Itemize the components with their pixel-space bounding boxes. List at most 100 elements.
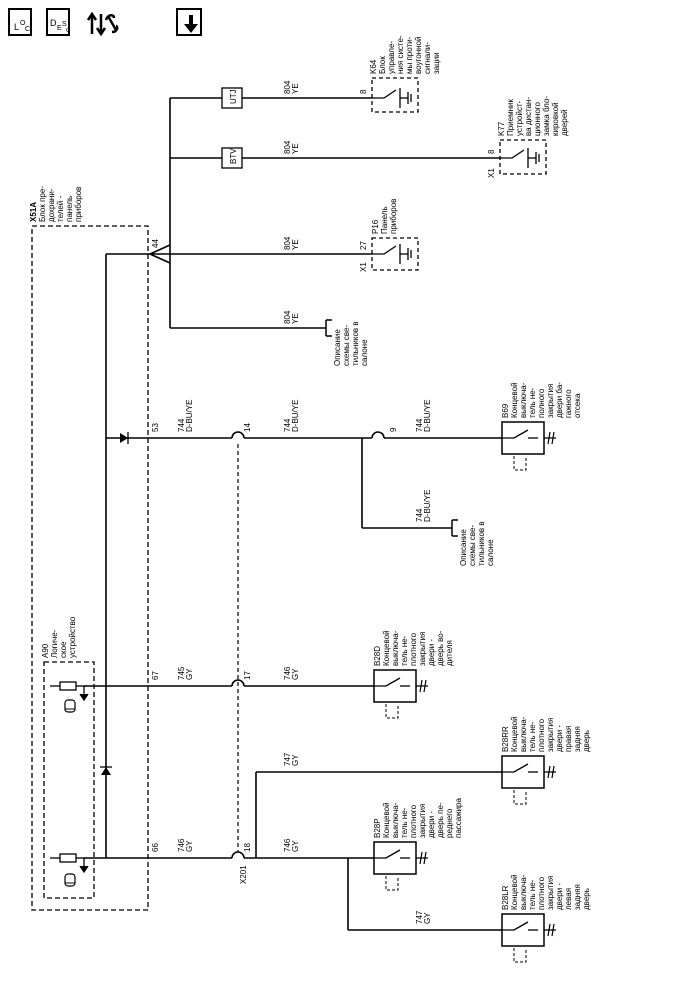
diagram-label: A90 [41, 643, 50, 658]
location-button[interactable]: L O C [8, 8, 32, 36]
a90-internals [50, 681, 89, 874]
diagram-label: приборов [74, 187, 83, 222]
diagram-label: Концевой [510, 874, 519, 910]
diagram-label: GY [291, 840, 300, 852]
k77-component: 8 X1 K77 Приемник устройст- ва дистан- ц… [487, 96, 569, 178]
diagram-label: X51A [29, 202, 38, 222]
diagram-label: X1 [359, 262, 368, 272]
btv-label: BTV [229, 148, 238, 164]
diagram-label: задняя [573, 884, 582, 910]
diagram-label: закрытия [418, 804, 427, 838]
diagram-label: Концевой [510, 716, 519, 752]
diagram-label: 804 [283, 80, 292, 94]
wire-804-bundle [149, 97, 500, 329]
diagram-label: двери ба- [555, 382, 564, 418]
diagram-label: тель не- [528, 387, 537, 418]
diagram-label: закрытия [546, 876, 555, 910]
diagram-label: D-BU/YE [291, 400, 300, 432]
k64-component: 8 K64 Блок управле- ния систе- мы проти-… [359, 35, 441, 113]
diagram-label: плотного [537, 876, 546, 910]
diagram-label: ционного [533, 101, 542, 136]
diagram-label: гажного [564, 389, 573, 418]
diagram-label: мы проти- [405, 36, 414, 74]
diagram-label: дверь [582, 730, 591, 752]
diagram-label: 746 [283, 666, 292, 680]
b28d-switch: B28D Концевой выключа- тель не- плотного… [373, 630, 454, 719]
diagram-label: двери - [427, 639, 436, 666]
diagram-label: 67 [151, 671, 160, 680]
diagram-label: Приемник [506, 98, 515, 136]
diagram-label: Концевой [510, 382, 519, 418]
diagram-label: GY [423, 912, 432, 924]
diagram-label: плотного [409, 632, 418, 666]
diagram-label: YE [291, 83, 300, 94]
wire-746-747-bundle [150, 771, 502, 931]
diagram-label: P16 [371, 219, 380, 234]
diagram-label: 53 [151, 423, 160, 432]
description-icon: D E S C [50, 18, 71, 34]
desc-letter: D [50, 18, 57, 28]
diagram-label: зации [432, 52, 441, 74]
diagram-label: 747 [415, 910, 424, 924]
diagram-label: реднего [445, 808, 454, 838]
diagram-label: дохрани- [47, 188, 56, 222]
wire-745-labels: 745 GY 17 746 GY [177, 666, 300, 680]
diagram-label: YE [291, 239, 300, 250]
wire-744-labels: 744 D-BU/YE 14 744 D-BU/YE 9 744 D-BU/YE… [177, 400, 432, 522]
diagram-label: выключа- [519, 716, 528, 752]
desc-sub3: C [66, 28, 71, 34]
down-arrow-button[interactable] [176, 8, 202, 36]
diagram-label: 14 [243, 423, 252, 432]
diagram-label: Блок пре- [38, 186, 47, 222]
diagram-label: дверь пе- [436, 802, 445, 838]
description-button[interactable]: D E S C [46, 8, 71, 36]
lighting-reference-2: Описание схемы све- тильников в салоне [451, 519, 495, 566]
diagram-label: 744 [283, 418, 292, 432]
b28lr-switch: B28LR Концевой выключа- тель не- плотног… [501, 874, 591, 963]
diagram-label: B28P [373, 818, 382, 838]
diagram-label: Описание [333, 329, 342, 366]
diagram-label: GY [291, 668, 300, 680]
loc-sub: O [20, 20, 26, 27]
car-icon [64, 699, 76, 713]
diagram-label: салоне [360, 339, 369, 366]
x51a-fuse-block [31, 225, 149, 911]
diagram-label: панель [65, 196, 74, 222]
b28rr-switch: B28RR Концевой выключа- тель не- плотног… [501, 716, 591, 805]
diagram-label: ва дистан- [524, 97, 533, 136]
diagram-label: 744 [415, 418, 424, 432]
diagram-label: отсека [573, 393, 582, 418]
diagram-label: 9 [389, 427, 398, 432]
diagram-label: B28D [373, 646, 382, 666]
diagram-label: GY [291, 754, 300, 766]
arrows-wrench-icon[interactable] [86, 8, 122, 38]
diagram-label: дверь [582, 888, 591, 910]
diagram-label: 18 [243, 843, 252, 852]
diagram-label: B69 [501, 403, 510, 418]
diagram-label: двери - [555, 725, 564, 752]
x51a-pin-labels: 44 53 67 66 [151, 239, 160, 852]
wire-804-labels: 804 YE 804 YE 804 YE 804 YE [283, 80, 300, 324]
diagram-label: ния систе- [396, 35, 405, 74]
diagram-label: 744 [415, 508, 424, 522]
diagram-label: задняя [573, 726, 582, 752]
diagram-label: тель не- [400, 807, 409, 838]
car-icon [64, 873, 76, 887]
diagram-label: двери - [427, 811, 436, 838]
diagram-label: 17 [243, 671, 252, 680]
down-arrow-icon [184, 15, 198, 33]
diagram-label: 8 [487, 149, 496, 154]
diagram-label: схемы све- [468, 525, 477, 566]
diagram-label: 804 [283, 310, 292, 324]
diagram-label: левая [564, 888, 573, 910]
diagram-label: 746 [177, 838, 186, 852]
diagram-label: выключа- [391, 630, 400, 666]
b69-switch: B69 Концевой выключа- тель не- полного з… [501, 382, 582, 471]
diagram-label: тильников в [477, 521, 486, 566]
diagram-label: 8 [359, 89, 368, 94]
diagram-label: тель не- [528, 879, 537, 910]
diagram-label: кировкой [551, 102, 560, 136]
utj-splice [221, 87, 243, 109]
diagram-label: полного [537, 388, 546, 418]
